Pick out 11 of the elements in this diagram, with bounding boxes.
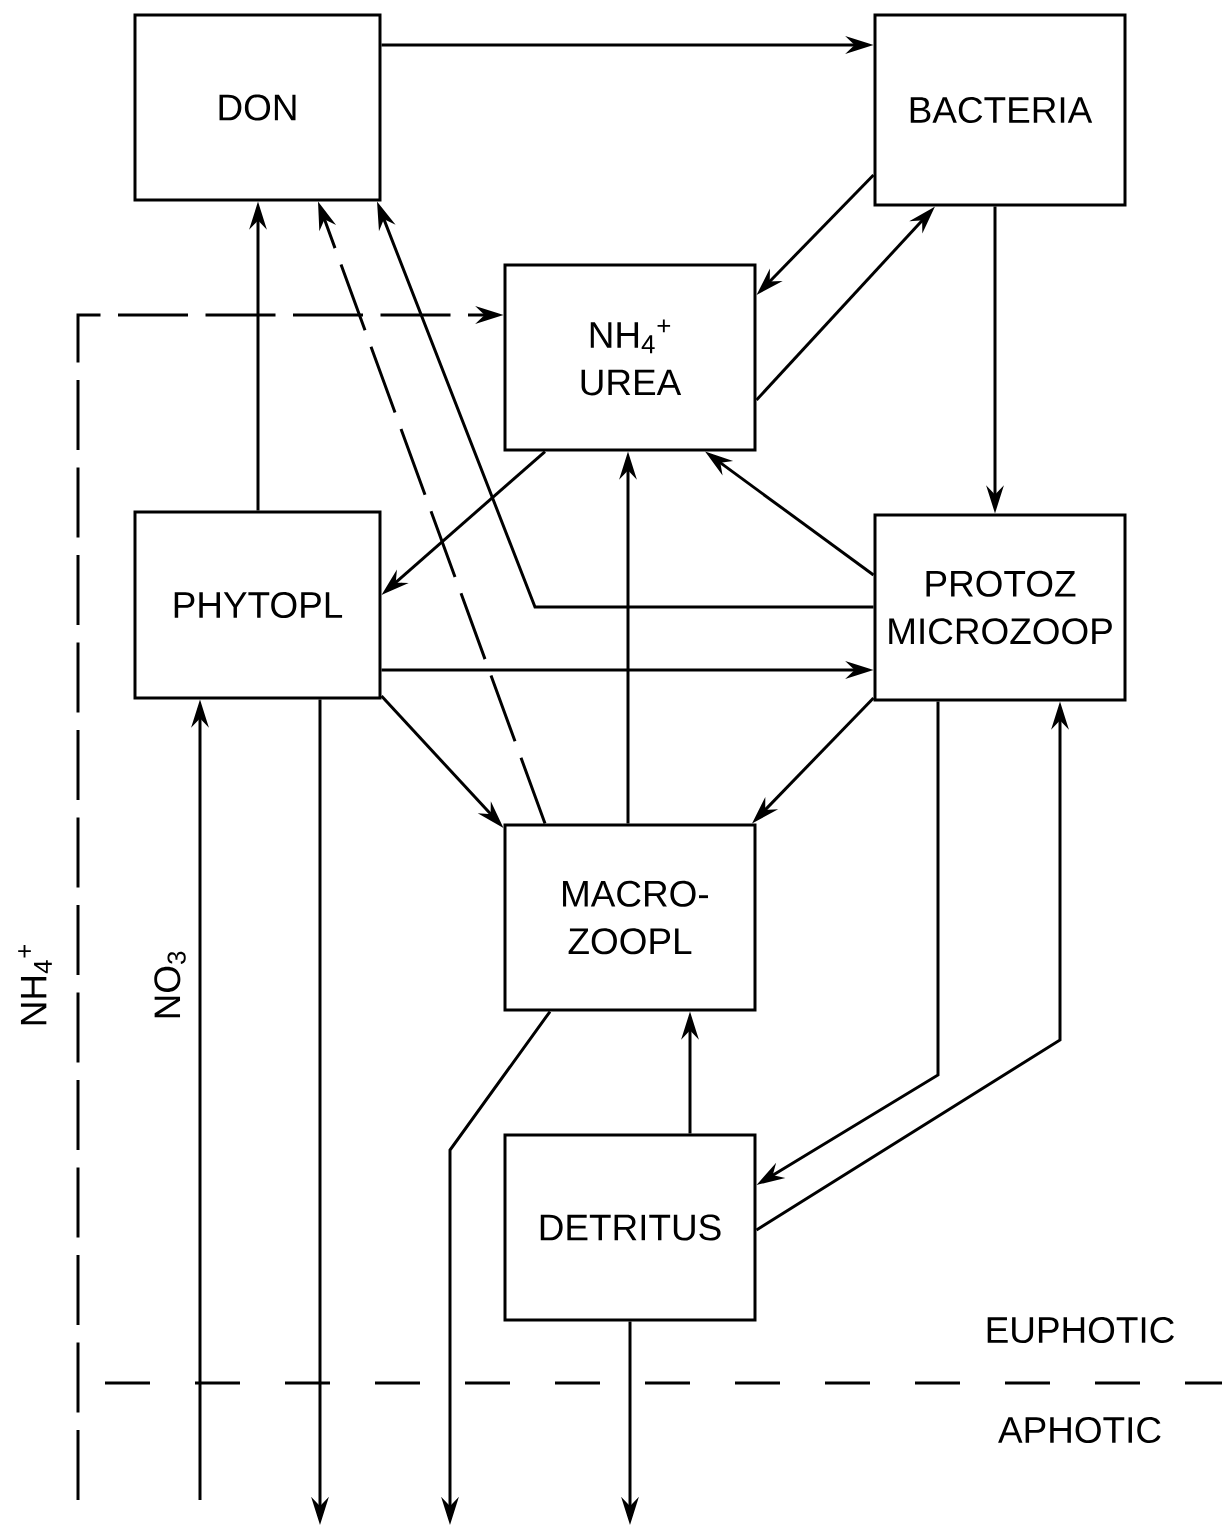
edge-label: NH$_{4}$+ — [16, 941, 54, 1029]
edge-label: NO$_{3}$ — [152, 947, 188, 1023]
compartment-box: PHYTOPL — [133, 510, 382, 700]
compartment-box: PROTOZ MICROZOOP — [873, 513, 1127, 702]
zone-label: APHOTIC — [998, 1416, 1161, 1444]
compartment-box: NH$_{4}$+ UREA — [503, 263, 757, 452]
zone-label: EUPHOTIC — [987, 1316, 1174, 1344]
compartment-box: DON — [133, 13, 382, 202]
compartment-box: BACTERIA — [873, 13, 1127, 207]
compartment-box: DETRITUS — [503, 1133, 757, 1322]
compartment-box: MACRO- ZOOPL — [503, 823, 757, 1012]
